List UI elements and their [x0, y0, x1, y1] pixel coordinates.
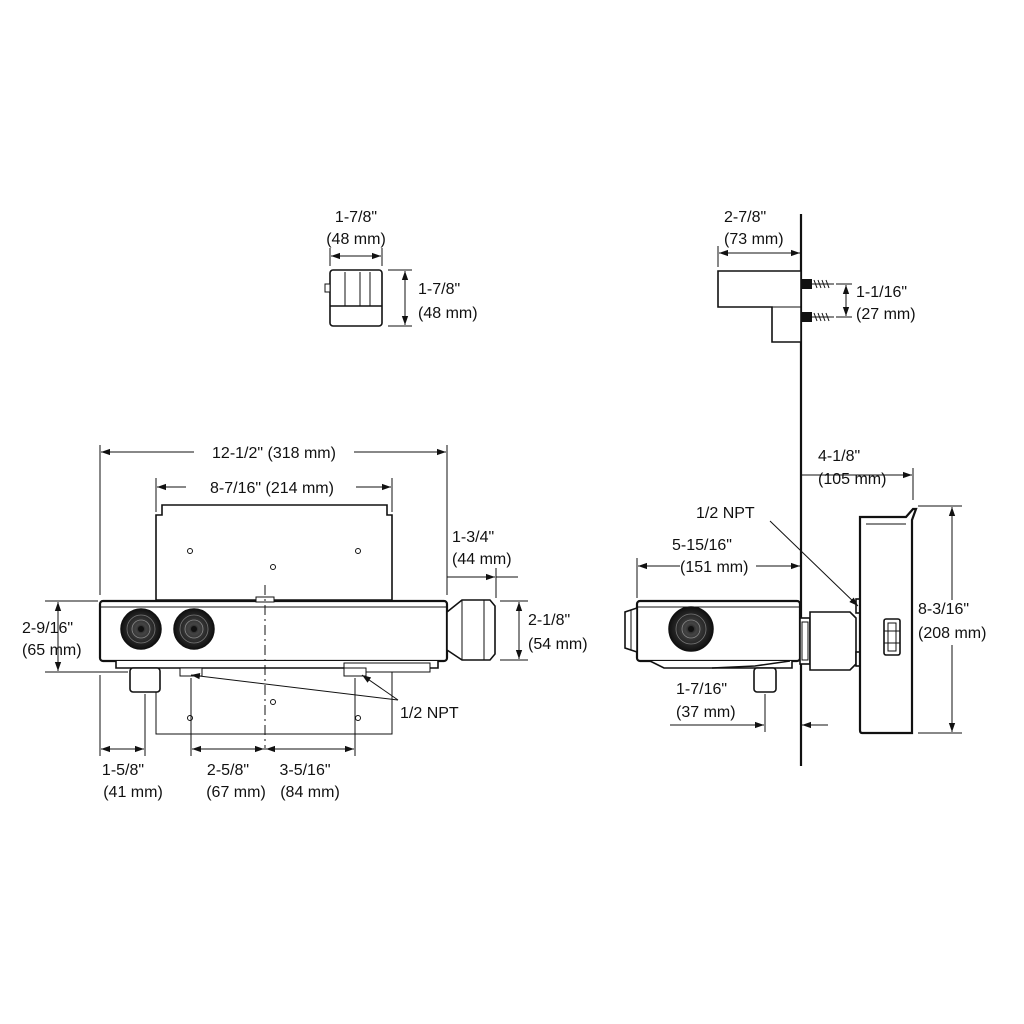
- valve-body-side: [624, 599, 802, 693]
- outlet-offset-dimension: [670, 694, 828, 732]
- screw-spacing-dimension: [836, 283, 852, 318]
- spout-height-dimension: [500, 600, 528, 661]
- body-height-mm: (65 mm): [22, 642, 82, 659]
- front-npt-label: 1/2 NPT: [400, 705, 459, 722]
- escutcheon-plate: [858, 507, 918, 735]
- plate-width-dimension: [155, 478, 393, 512]
- front-npt-leaders: [190, 672, 399, 701]
- spout-height-mm: (54 mm): [528, 636, 588, 653]
- handle-depth-dimension: [717, 246, 800, 267]
- plate-height-in: 8-3/16": [918, 601, 969, 618]
- handle-width-in: 1-7/8": [335, 209, 377, 226]
- plate-height-dimension: [918, 505, 962, 734]
- overall-width-dimension: [99, 445, 448, 595]
- inlet-spacing-in: 2-5/8": [207, 762, 249, 779]
- handle-depth-in: 2-7/8": [724, 209, 766, 226]
- side-npt-label: 1/2 NPT: [696, 505, 755, 522]
- bottom-dimensions: [99, 675, 356, 756]
- plate-projection-in: 4-1/8": [818, 448, 860, 465]
- handle-view: 1-7/8" (48 mm) 1-7/8" (48 mm): [324, 209, 478, 327]
- plate-projection-dimension: [802, 468, 914, 500]
- inlet-spacing-mm: (67 mm): [206, 784, 266, 801]
- body-depth-in: 5-15/16": [672, 537, 732, 554]
- plate-height-mm: (208 mm): [918, 625, 986, 642]
- handle-width-mm: (48 mm): [326, 231, 386, 248]
- handle-body: [324, 269, 383, 327]
- handle-height-dimension: [388, 269, 412, 327]
- body-height-in: 2-9/16": [22, 620, 73, 637]
- spout-offset-mm: (44 mm): [452, 551, 512, 568]
- overall-width-label: 12-1/2" (318 mm): [212, 445, 336, 462]
- side-npt-leader: [769, 520, 859, 607]
- left-offset-mm: (41 mm): [103, 784, 163, 801]
- spout: [446, 599, 496, 661]
- screw-spacing-mm: (27 mm): [856, 306, 916, 323]
- outlet-offset-mm: (37 mm): [676, 704, 736, 721]
- outlet-offset-in: 1-7/16": [676, 681, 727, 698]
- spout-offset-dimension: [447, 568, 518, 598]
- handle-height-in: 1-7/8": [418, 281, 460, 298]
- body-height-dimension: [45, 600, 128, 673]
- spout-height-in: 2-1/8": [528, 612, 570, 629]
- wall-coupling: [799, 598, 863, 671]
- handle-depth-mm: (73 mm): [724, 231, 784, 248]
- outlet-spacing-mm: (84 mm): [280, 784, 340, 801]
- left-offset-in: 1-5/8": [102, 762, 144, 779]
- spout-offset-in: 1-3/4": [452, 529, 494, 546]
- front-view: 12-1/2" (318 mm) 8-7/16" (214 mm) 1-3/4"…: [22, 445, 588, 801]
- body-depth-mm: (151 mm): [680, 559, 748, 576]
- valve-body: [98, 596, 449, 693]
- outlet-spacing-in: 3-5/16": [279, 762, 330, 779]
- screw-spacing-in: 1-1/16": [856, 284, 907, 301]
- handle-side-profile: [717, 270, 802, 343]
- handle-height-mm: (48 mm): [418, 305, 478, 322]
- body-depth-dimension: [636, 558, 800, 598]
- handle-width-dimension: [329, 248, 383, 266]
- plate-width-label: 8-7/16" (214 mm): [210, 480, 334, 497]
- mounting-screws: [802, 279, 834, 322]
- plate-projection-mm: (105 mm): [818, 471, 886, 488]
- side-view: 2-7/8" (73 mm) 1-1/16" (27 mm): [624, 209, 986, 766]
